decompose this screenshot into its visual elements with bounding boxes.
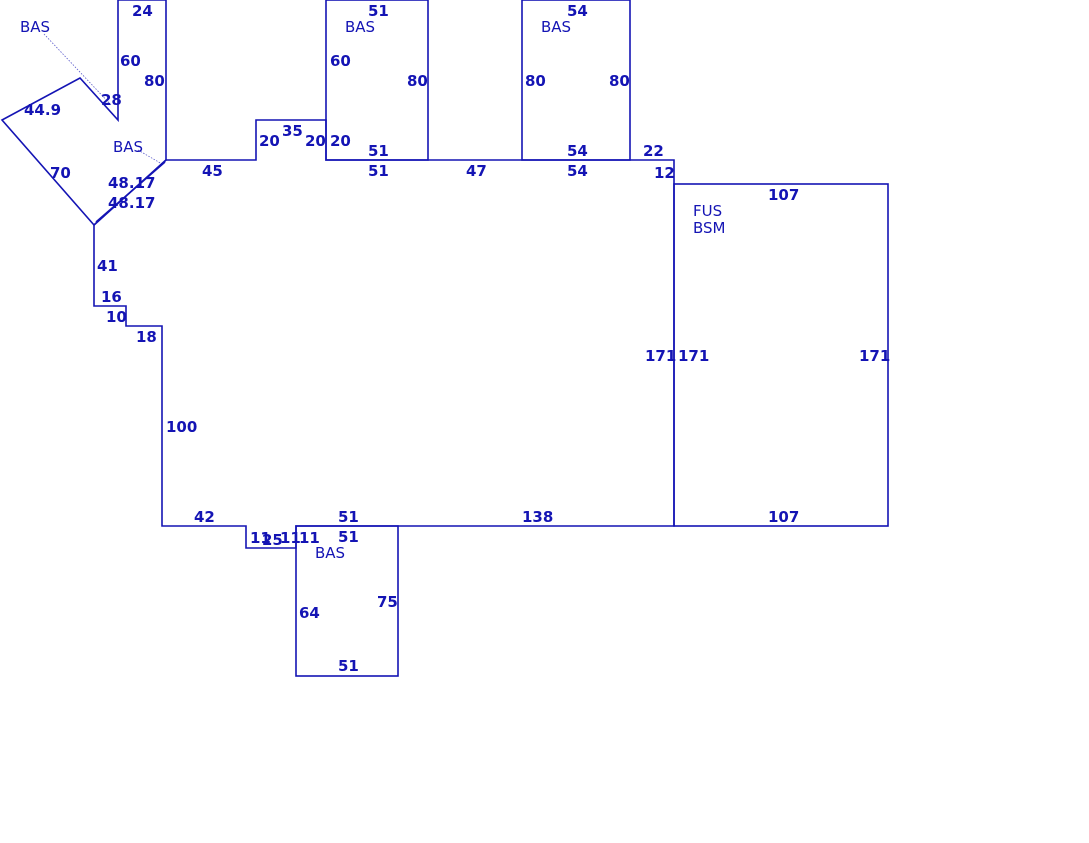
dimension-label: 64 bbox=[299, 604, 320, 622]
bas-top-left-outline bbox=[0, 0, 167, 227]
dimension-label: 75 bbox=[377, 593, 398, 611]
area-label-bas: BAS bbox=[345, 18, 375, 36]
dimension-label: 60 bbox=[120, 52, 141, 70]
area-label-bas: BAS bbox=[113, 138, 143, 156]
dimension-label: 20 bbox=[330, 132, 351, 150]
dimension-label: 60 bbox=[330, 52, 351, 70]
dimension-label: 48.17 bbox=[108, 174, 155, 192]
diagonal-edge-line bbox=[95, 161, 166, 223]
dimension-label: 138 bbox=[522, 508, 553, 526]
bas-right-outline bbox=[521, 0, 631, 161]
dimension-label: 24 bbox=[132, 2, 153, 20]
dimension-label: 80 bbox=[144, 72, 165, 90]
dimension-label: 16 bbox=[101, 288, 122, 306]
dimension-label: 41 bbox=[97, 257, 118, 275]
dimension-label: 51 bbox=[338, 508, 359, 526]
dimension-label: 11 bbox=[299, 529, 320, 547]
area-label-bsm: BSM bbox=[693, 219, 726, 237]
dimension-label: 54 bbox=[567, 162, 588, 180]
dimension-label: 20 bbox=[305, 132, 326, 150]
dimension-label: 70 bbox=[50, 164, 71, 182]
bas-bottom-outline bbox=[295, 525, 399, 677]
dimension-label: 25 bbox=[262, 531, 283, 549]
dimension-label: 20 bbox=[259, 132, 280, 150]
area-label-bas: BAS bbox=[541, 18, 571, 36]
dimension-label: 51 bbox=[338, 657, 359, 675]
dimension-label: 171 bbox=[645, 347, 676, 365]
dimension-label: 11 bbox=[280, 529, 301, 547]
dimension-label: 45 bbox=[202, 162, 223, 180]
dimension-label: 80 bbox=[407, 72, 428, 90]
dimension-label: 47 bbox=[466, 162, 487, 180]
dimension-label: 35 bbox=[282, 122, 303, 140]
dimension-label: 107 bbox=[768, 508, 799, 526]
dimension-label: 51 bbox=[338, 528, 359, 546]
dimension-label: 22 bbox=[643, 142, 664, 160]
dimension-label: 10 bbox=[106, 308, 127, 326]
dimension-label: 100 bbox=[166, 418, 197, 436]
area-label-bas: BAS bbox=[315, 544, 345, 562]
fus-bsm-area-outline bbox=[673, 183, 889, 527]
area-label-fus: FUS bbox=[693, 202, 722, 220]
dimension-label: 44.9 bbox=[24, 101, 61, 119]
dimension-label: 54 bbox=[567, 142, 588, 160]
dimension-label: 48.17 bbox=[108, 194, 155, 212]
dimension-label: 28 bbox=[101, 91, 122, 109]
dimension-label: 11 bbox=[250, 529, 271, 547]
dimension-label: 171 bbox=[859, 347, 890, 365]
dimension-label: 80 bbox=[609, 72, 630, 90]
area-label-bas: BAS bbox=[20, 18, 50, 36]
dimension-label: 51 bbox=[368, 142, 389, 160]
dimension-label: 171 bbox=[678, 347, 709, 365]
dimension-label: 12 bbox=[654, 164, 675, 182]
bas-mid-outline bbox=[325, 0, 429, 161]
main-building-outline bbox=[93, 119, 675, 549]
dimension-label: 107 bbox=[768, 186, 799, 204]
dimension-label: 80 bbox=[525, 72, 546, 90]
dimension-label: 42 bbox=[194, 508, 215, 526]
dimension-label: 51 bbox=[368, 162, 389, 180]
dimension-label: 51 bbox=[368, 2, 389, 20]
dimension-label: 54 bbox=[567, 2, 588, 20]
dimension-label: 18 bbox=[136, 328, 157, 346]
